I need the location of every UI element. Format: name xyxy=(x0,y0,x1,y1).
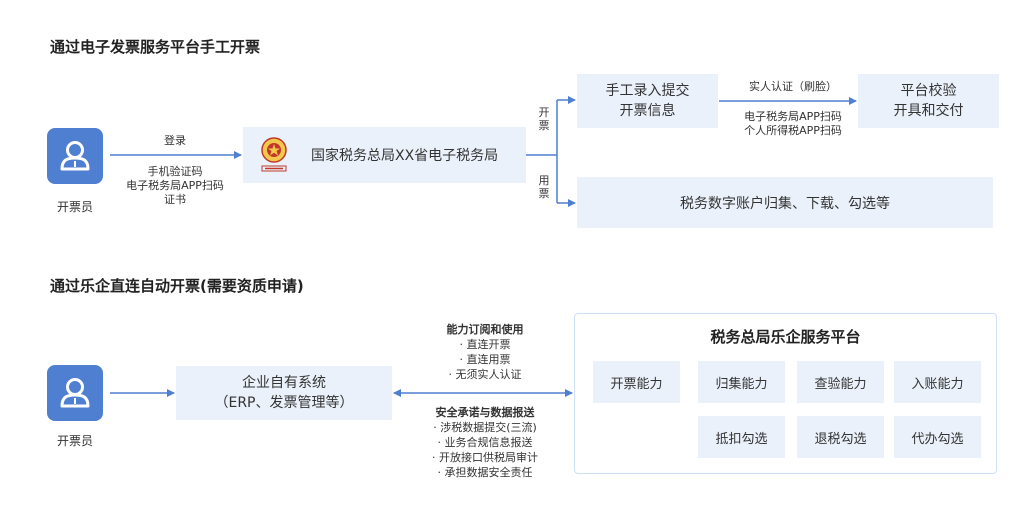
user-avatar-icon xyxy=(47,128,103,184)
enterprise-system-box: 企业自有系统 （ERP、发票管理等） xyxy=(176,366,392,420)
capability-collect: 归集能力 xyxy=(698,361,785,403)
section1-user-label: 开票员 xyxy=(56,200,93,214)
capability-list: 能力订阅和使用 · 直连开票 · 直连用票 · 无须实人认证 xyxy=(400,322,570,382)
branch-use-label: 用票 xyxy=(538,174,550,200)
security-list: 安全承诺与数据报送 · 涉税数据提交(三流) · 业务合规信息报送 · 开放接口… xyxy=(400,405,570,480)
capability-verify: 查验能力 xyxy=(797,361,884,403)
capability-issue: 开票能力 xyxy=(593,361,680,403)
security-header: 安全承诺与数据报送 xyxy=(435,406,535,419)
capability-agent: 代办勾选 xyxy=(894,416,981,458)
capability-header: 能力订阅和使用 xyxy=(446,323,524,336)
capability-booking: 入账能力 xyxy=(894,361,981,403)
login-label: 登录 xyxy=(164,134,186,147)
platform-title: 税务总局乐企服务平台 xyxy=(710,328,861,346)
login-methods: 手机验证码 电子税务局APP扫码 证书 xyxy=(126,165,224,206)
bureau-box: 国家税务总局XX省电子税务局 xyxy=(243,127,526,183)
manual-entry-box: 手工录入提交 开票信息 xyxy=(577,74,718,128)
section1-title: 通过电子发票服务平台手工开票 xyxy=(50,38,261,56)
section2-user-label: 开票员 xyxy=(56,434,93,448)
tax-emblem-icon xyxy=(257,135,291,175)
user-avatar-icon xyxy=(47,365,103,421)
capability-deduct: 抵扣勾选 xyxy=(698,416,785,458)
branch-issue-label: 开票 xyxy=(538,106,550,132)
capability-refund: 退税勾选 xyxy=(797,416,884,458)
digital-account-box: 税务数字账户归集、下载、勾选等 xyxy=(577,177,993,228)
bureau-name: 国家税务总局XX省电子税务局 xyxy=(311,148,499,164)
section2-title: 通过乐企直连自动开票(需要资质申请) xyxy=(50,277,304,295)
verify-label: 实人认证（刷脸） xyxy=(749,80,837,93)
platform-verify-box: 平台校验 开具和交付 xyxy=(858,74,999,128)
verify-methods: 电子税务局APP扫码 个人所得税APP扫码 xyxy=(744,110,842,137)
